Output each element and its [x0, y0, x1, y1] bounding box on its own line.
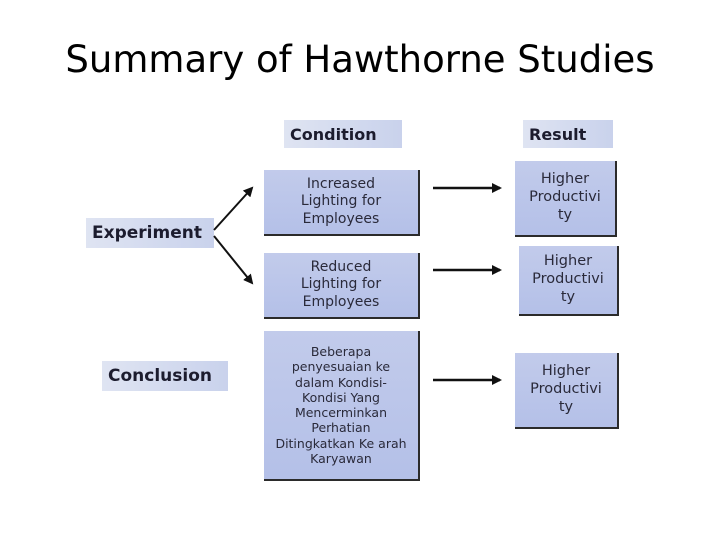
result-text: Higher Productivi ty [530, 363, 602, 415]
condition-header-text: Condition [290, 124, 377, 144]
result-header: Result [523, 120, 613, 148]
condition-text: Reduced Lighting for Employees [300, 259, 382, 310]
condition-box-reduced-lighting: Reduced Lighting for Employees [264, 253, 420, 319]
result-text: Higher Productivi ty [529, 171, 601, 223]
experiment-label: Experiment [86, 218, 214, 248]
condition-text: Beberapa penyesuaian ke dalam Kondisi- K… [275, 344, 407, 466]
condition-text: Increased Lighting for Employees [300, 176, 382, 227]
condition-box-attention: Beberapa penyesuaian ke dalam Kondisi- K… [264, 331, 420, 481]
experiment-label-text: Experiment [92, 223, 202, 243]
result-box-3: Higher Productivi ty [515, 353, 619, 429]
conclusion-label-text: Conclusion [108, 366, 212, 386]
result-box-2: Higher Productivi ty [519, 246, 619, 316]
conclusion-label: Conclusion [102, 361, 228, 391]
result-header-text: Result [529, 124, 587, 144]
condition-header: Condition [284, 120, 402, 148]
result-box-1: Higher Productivi ty [515, 161, 617, 237]
condition-box-increased-lighting: Increased Lighting for Employees [264, 170, 420, 236]
slide-title: Summary of Hawthorne Studies [65, 38, 655, 81]
arrow-experiment-to-increased [213, 186, 254, 231]
result-text: Higher Productivi ty [532, 253, 604, 305]
arrow-experiment-to-reduced [213, 235, 254, 285]
